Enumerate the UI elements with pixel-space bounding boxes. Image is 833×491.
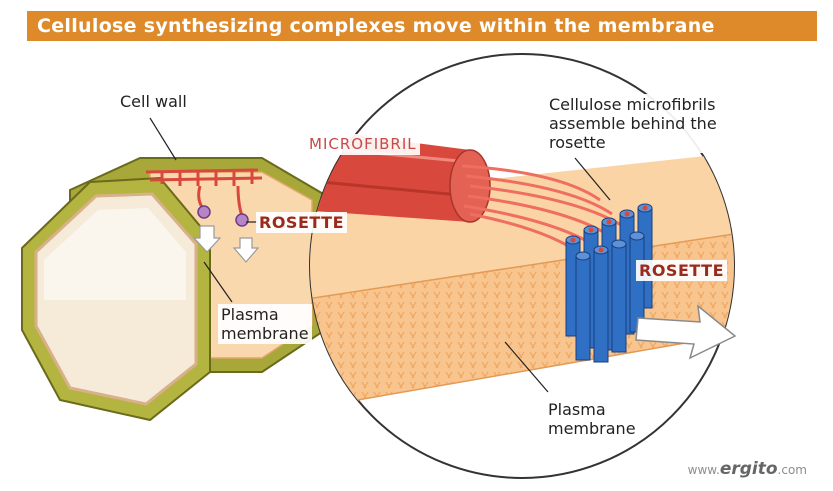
rosette-label-left: ROSETTE [256,212,347,233]
microfibrils-assemble-label: Cellulose microfibrils assemble behind t… [546,94,720,153]
cell-wall-label: Cell wall [120,92,187,111]
brand-prefix: www. [688,463,720,477]
rosette-label-right: ROSETTE [636,260,727,281]
brand-suffix: .com [778,463,807,477]
ergito-watermark: www.ergito.com [688,459,807,479]
brand-name: ergito [720,459,778,479]
left-rosette-1 [198,206,210,218]
left-rosette-2 [236,214,248,226]
plasma-membrane-label-right: Plasma membrane [548,400,636,438]
microfibril-label: MICROFIBRIL [306,134,420,155]
cell-cross-section [22,118,325,420]
plasma-membrane-label-left: Plasma membrane [218,304,312,344]
